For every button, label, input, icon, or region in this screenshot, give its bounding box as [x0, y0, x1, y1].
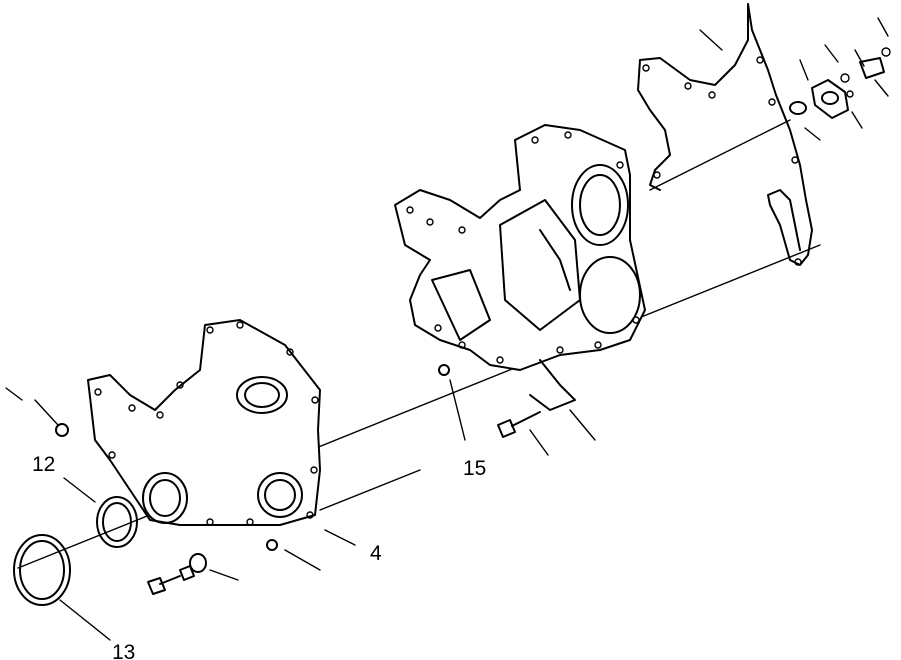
callout-13: 13: [112, 641, 135, 660]
front-gear-cover: [87, 319, 321, 526]
callout-12: 12: [32, 453, 55, 476]
seal-ring-12: [96, 496, 138, 548]
callout-labels: 12 13 4 15: [32, 453, 486, 660]
rear-gasket: [637, 3, 813, 266]
fasteners: [55, 364, 541, 595]
seal-ring-13: [13, 534, 71, 606]
gear-housing: [394, 124, 646, 411]
flange-housing-parts: [789, 47, 891, 119]
leader-lines: [5, 17, 889, 641]
callout-15: 15: [463, 457, 486, 480]
callout-4: 4: [370, 542, 382, 565]
